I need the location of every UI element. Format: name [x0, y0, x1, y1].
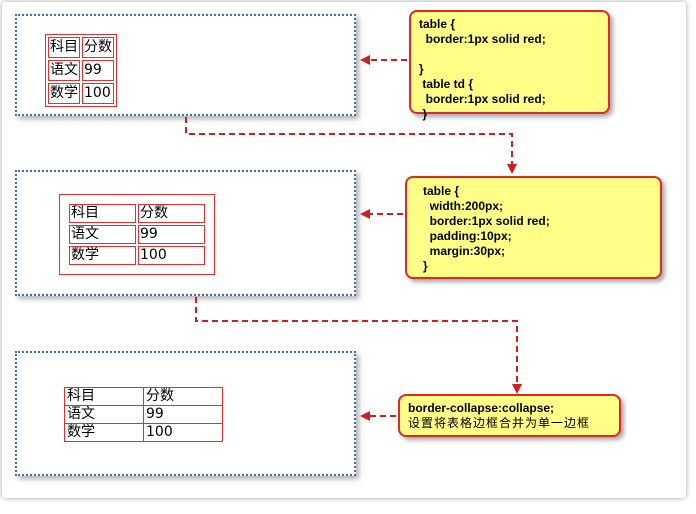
demo-table-separate-borders: 科目 分数 语文 99 数学 100	[45, 34, 117, 107]
note-text-explanation: 设置将表格边框合并为单一边框	[408, 416, 591, 430]
table-cell: 分数	[138, 204, 205, 223]
table-row: 科目 分数	[64, 387, 223, 406]
table-cell: 科目	[48, 37, 80, 58]
flow-arrow-stage1-to-stage2	[185, 117, 517, 174]
table-row: 科目 分数	[69, 204, 205, 223]
table-row: 语文 99	[64, 405, 223, 424]
table-row: 科目 分数	[48, 37, 114, 58]
table-cell: 99	[82, 60, 114, 81]
table-cell: 分数	[82, 37, 114, 58]
table-cell: 100	[138, 246, 205, 265]
css-note-table-width: table { width:200px; border:1px solid re…	[405, 176, 662, 279]
table-cell: 数学	[69, 246, 136, 265]
table-row: 数学 100	[69, 246, 205, 265]
table-cell: 语文	[48, 60, 80, 81]
note-text: border-collapse:collapse;	[408, 401, 555, 415]
table-cell: 99	[143, 405, 223, 424]
table-cell: 100	[82, 83, 114, 104]
table-cell: 数学	[64, 423, 144, 442]
css-note-border-collapse: border-collapse:collapse; 设置将表格边框合并为单一边框	[398, 394, 621, 437]
example-panel-width-padding-margin: 科目 分数 语文 99 数学 100	[15, 170, 356, 296]
table-cell: 100	[143, 423, 223, 442]
flow-arrow-stage2-to-stage3	[195, 297, 522, 394]
css-note-table-border: table { border:1px solid red; } table td…	[409, 10, 610, 121]
note-text: table { border:1px solid red; } table td…	[419, 17, 546, 121]
demo-table-width-padding: 科目 分数 语文 99 数学 100	[59, 194, 215, 275]
note-text: table { width:200px; border:1px solid re…	[423, 184, 550, 273]
table-cell: 数学	[48, 83, 80, 104]
table-row: 语文 99	[69, 225, 205, 244]
example-panel-separate-borders: 科目 分数 语文 99 数学 100	[15, 14, 356, 116]
table-cell: 语文	[69, 225, 136, 244]
demo-table-collapsed: 科目 分数 语文 99 数学 100	[64, 387, 223, 442]
table-cell: 分数	[143, 387, 223, 406]
table-row: 数学 100	[64, 423, 223, 442]
table-cell: 科目	[69, 204, 136, 223]
table-cell: 99	[138, 225, 205, 244]
table-row: 语文 99	[48, 60, 114, 81]
example-panel-border-collapse: 科目 分数 语文 99 数学 100	[15, 351, 356, 476]
table-cell: 科目	[64, 387, 144, 406]
table-row: 数学 100	[48, 83, 114, 104]
